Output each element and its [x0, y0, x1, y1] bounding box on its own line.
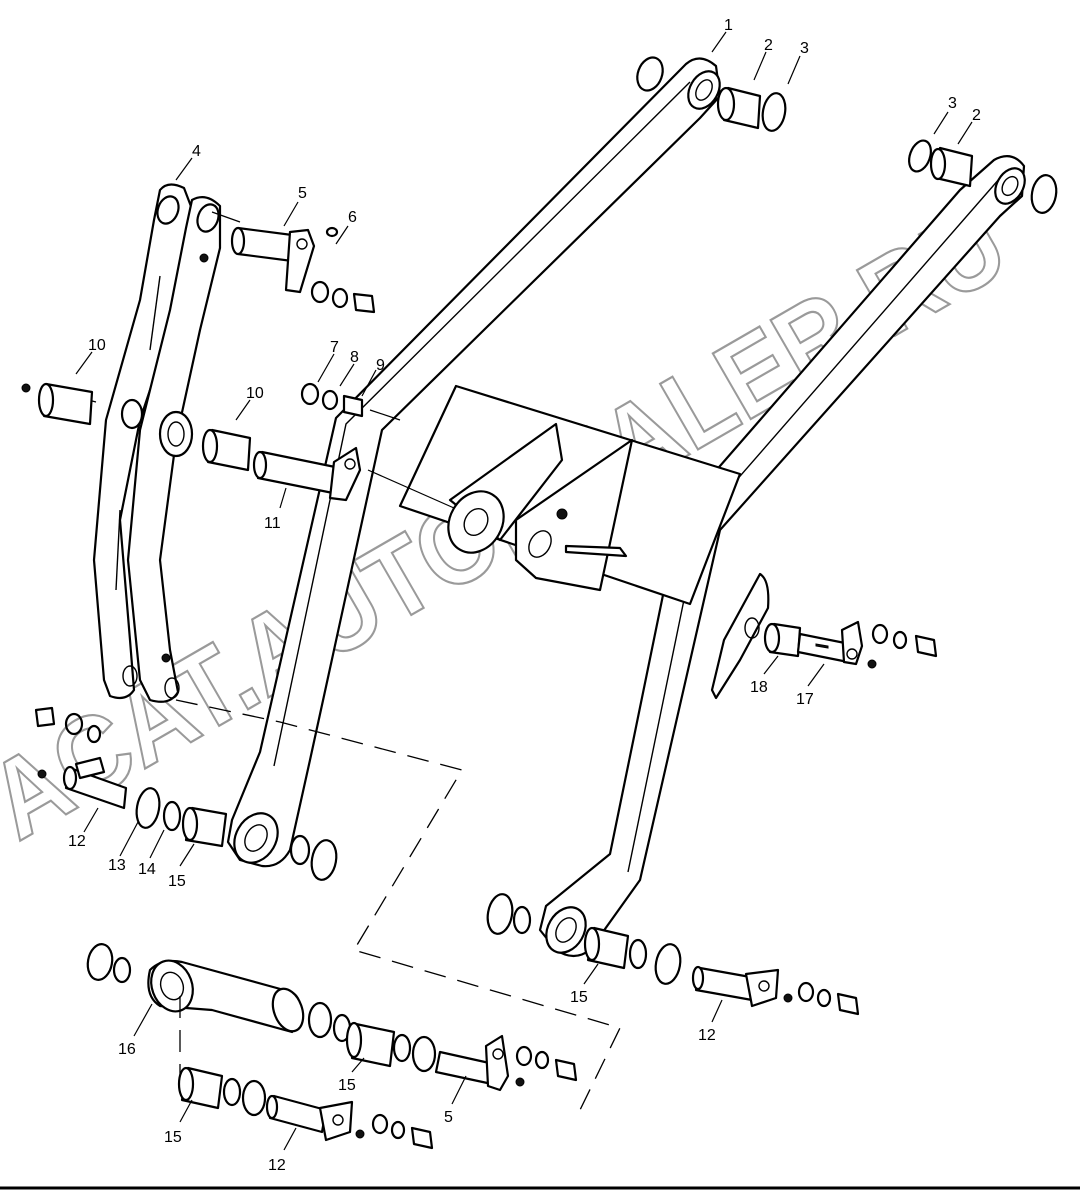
- callout-12: 12: [268, 1157, 286, 1174]
- callout-4: 4: [192, 143, 201, 160]
- leader-lines: [75, 31, 973, 1151]
- callout-15: 15: [168, 873, 186, 890]
- small-parts: [21, 56, 1058, 1150]
- callout-11: 11: [264, 515, 281, 532]
- callout-17: 17: [796, 691, 814, 708]
- callout-15: 15: [164, 1129, 182, 1146]
- callout-9: 9: [376, 357, 385, 374]
- callout-15: 15: [570, 989, 588, 1006]
- callout-3: 3: [800, 40, 809, 57]
- tilt-link: [147, 959, 305, 1034]
- callout-numbers: 1 2 3 3 2 4 5 6 7 8 9 10 10 11 12 13 14 …: [68, 17, 981, 1174]
- callout-6: 6: [348, 209, 357, 226]
- callout-5: 5: [298, 185, 307, 202]
- callout-12: 12: [698, 1027, 716, 1044]
- callout-7: 7: [330, 339, 339, 356]
- callout-8: 8: [350, 349, 359, 366]
- callout-5: 5: [444, 1109, 453, 1126]
- callout-10: 10: [246, 385, 264, 402]
- callout-12: 12: [68, 833, 86, 850]
- callout-15: 15: [338, 1077, 356, 1094]
- callout-16: 16: [118, 1041, 136, 1058]
- callout-10: 10: [88, 337, 106, 354]
- callout-1: 1: [724, 17, 733, 34]
- callout-14: 14: [138, 861, 156, 878]
- callout-2: 2: [972, 107, 981, 124]
- cross-tube: [398, 384, 742, 606]
- bellcrank-links: [92, 183, 222, 703]
- callout-13: 13: [108, 857, 126, 874]
- callout-18: 18: [750, 679, 768, 696]
- callout-2: 2: [764, 37, 773, 54]
- callout-3: 3: [948, 95, 957, 112]
